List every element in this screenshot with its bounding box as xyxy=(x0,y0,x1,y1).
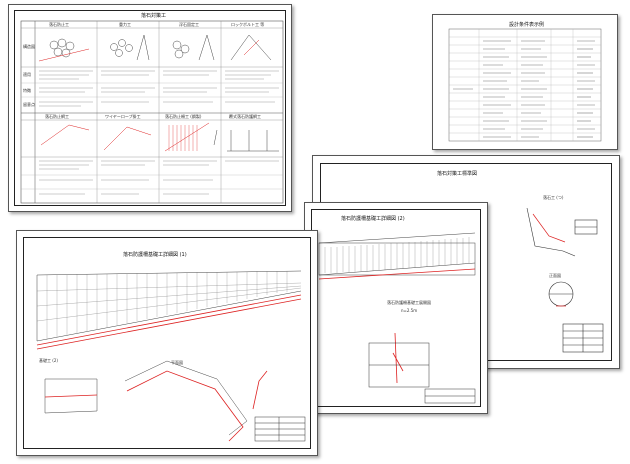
sheet-frame xyxy=(14,10,286,206)
detail-2-drawing xyxy=(318,232,476,404)
col-header: ワイヤーロープ掛工 xyxy=(105,114,141,119)
sheet-title: 落石防護柵基礎工詳細図 (1) xyxy=(123,252,187,258)
drawing-sheet-detail-2[interactable]: 落石防護柵基礎工詳細図 (2) 落石防護柵基礎工展開図 n=2.5m xyxy=(304,202,488,414)
col-header: 落石防止柵工 (鋼製) xyxy=(165,114,202,119)
detail-label: n=2.5m xyxy=(401,308,418,313)
standard-drawing xyxy=(526,207,604,353)
col-header: 覆式落石防護網工 xyxy=(229,114,261,119)
detail-label: 平面図 xyxy=(171,360,183,365)
detail-label: 正面図 xyxy=(549,273,561,278)
detail-label: 落石工 (つ) xyxy=(543,195,564,200)
sheet-title: 落石防護柵基礎工詳細図 (2) xyxy=(341,216,405,222)
col-header: 浮石固定工 xyxy=(179,22,199,27)
sheet-title: 落石対策工 xyxy=(141,13,167,19)
sheet-frame xyxy=(23,237,311,449)
detail-label: 基礎工 (2) xyxy=(39,358,58,363)
detail-1-drawing xyxy=(36,270,306,442)
col-header: ロックボルト工 等 xyxy=(231,22,265,27)
row-label: 適用 xyxy=(23,72,31,77)
col-header: 重力工 xyxy=(119,22,131,27)
sheet-title: 落石対策工標準図 xyxy=(437,171,478,177)
conditions-grid xyxy=(448,28,602,142)
col-header: 落石防止工 xyxy=(49,22,69,27)
table-grid xyxy=(20,20,284,204)
sheet-title: 設計条件表示例 xyxy=(509,22,545,28)
row-label: 特徴 xyxy=(23,88,31,93)
drawing-sheet-design-conditions[interactable]: 設計条件表示例 xyxy=(432,14,618,150)
drawing-sheet-detail-1[interactable]: 落石防護柵基礎工詳細図 (1) 平面図 基礎工 (2) xyxy=(16,230,318,456)
drawing-sheet-countermeasures-table[interactable]: 落石対策工 xyxy=(8,4,292,212)
row-label: 留意点 xyxy=(23,102,35,107)
col-header: 落石防止網工 xyxy=(45,114,69,119)
detail-label: 落石防護柵基礎工展開図 xyxy=(387,300,431,305)
row-label: 構造図 xyxy=(23,44,35,49)
